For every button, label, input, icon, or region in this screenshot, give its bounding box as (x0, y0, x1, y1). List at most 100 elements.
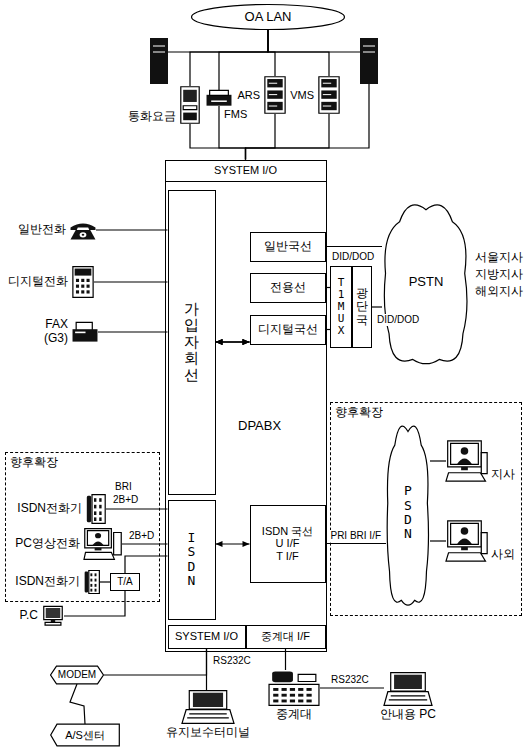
arrow-head (216, 339, 223, 345)
server-symbol-part (321, 79, 336, 87)
console-symbol-part (298, 694, 303, 697)
annotation-label: DID/DOD (331, 251, 375, 263)
printer-symbol (206, 90, 232, 106)
node-label: 지사 (491, 468, 515, 482)
node-label: FMS (224, 108, 247, 121)
connector (98, 332, 168, 333)
pcvideo-symbol-part (95, 548, 102, 551)
connector (219, 30, 268, 90)
node-label: 사외 (491, 548, 515, 562)
video-symbol-part (448, 441, 482, 467)
connector (216, 541, 250, 547)
connector (94, 282, 168, 283)
laptop-symbol (384, 672, 432, 706)
connector-line (190, 30, 268, 86)
iphone-symbol-part (94, 511, 96, 515)
node-label: VMS (290, 89, 314, 102)
console-symbol-part (290, 700, 295, 703)
console-symbol-part (273, 688, 278, 691)
node-label: 안내용 PC (380, 708, 436, 722)
laptop-symbol-part (391, 695, 426, 696)
node-label: T I/F (276, 550, 298, 563)
arrow-head (243, 541, 250, 547)
video-symbol-part (451, 523, 479, 544)
connector (104, 649, 207, 676)
console-symbol-part (306, 688, 311, 691)
process-box: SYSTEM I/O (165, 160, 327, 182)
process-box: 디지털국선 (250, 315, 326, 345)
arrow-head (216, 339, 223, 345)
edge-label: PRI BRI I/F (329, 530, 382, 542)
iphone-symbol-part (99, 505, 101, 509)
connector-line (94, 281, 168, 282)
arrow-head (243, 339, 250, 345)
console-symbol-part (272, 671, 293, 682)
node-label: 일반국선 (264, 240, 312, 254)
connector (122, 544, 168, 545)
laptop-symbol-part (394, 675, 422, 689)
node-label: T/A (117, 576, 133, 588)
process-box: 전용선 (250, 273, 326, 303)
node-label: 전용선 (270, 281, 306, 295)
node-label: ARS (237, 89, 260, 102)
phone-symbol-part (71, 223, 96, 230)
connector (246, 114, 330, 160)
connector-line (326, 246, 383, 247)
process-box: 광단국 (352, 266, 372, 348)
connector (320, 688, 384, 689)
iphone-symbol-part (99, 517, 101, 521)
device-icon: ISDN전화기 (86, 494, 106, 524)
connector (216, 339, 250, 345)
connector-line (268, 30, 275, 76)
connector (216, 339, 250, 345)
process-box: 중계대 I/F (246, 625, 326, 649)
hex-outline-part (51, 666, 104, 684)
video-symbol-part (457, 458, 472, 464)
dphone-symbol (72, 266, 94, 298)
connector-line (430, 460, 446, 461)
node-label: 중계대 (276, 708, 312, 722)
device-icon: PC영상전화 (84, 528, 122, 560)
annotation-label: DID/DOD (376, 314, 420, 326)
video-symbol-part (461, 467, 468, 470)
node-label: 중계대 I/F (261, 630, 310, 643)
iphone-symbol-part (95, 573, 97, 576)
arrow-head (243, 339, 250, 345)
video-symbol (446, 440, 488, 482)
node-label: FAX (G3) (32, 318, 68, 346)
console-symbol-part (282, 688, 287, 691)
device-icon: 안내용 PC (384, 672, 432, 706)
laptop-symbol (182, 690, 234, 724)
tower-slot (153, 46, 165, 47)
device-icon: P.C (42, 606, 64, 626)
console-symbol-part (269, 684, 319, 705)
iphone-symbol-part (90, 584, 92, 587)
term-symbol-part (181, 87, 199, 123)
device-icon: 중계대 (268, 670, 320, 706)
iphone-symbol-part (85, 571, 89, 592)
expansion-group: 향후확장PSDN지사사외 (330, 402, 522, 616)
server-symbol-part (267, 102, 282, 110)
tag-shape: A/S센터 (50, 724, 120, 746)
connector (190, 124, 246, 160)
annotation-label: RS232C (330, 674, 370, 686)
connector-line (106, 508, 168, 509)
iphone-symbol-part (90, 579, 92, 582)
node-label: 통화요금 (128, 110, 176, 124)
annotation-label: 2B+D (112, 494, 139, 506)
node-label: MODEM (58, 669, 96, 681)
connector (268, 30, 329, 76)
server-symbol-part (323, 106, 331, 107)
device-icon: 일반전화 (70, 220, 96, 240)
annotation-label: RS232C (212, 655, 252, 667)
iphone-symbol-part (95, 584, 97, 587)
hex-shape: MODEM (50, 666, 104, 684)
pcvideo-symbol-part (95, 533, 101, 538)
connector-line (246, 114, 276, 160)
cloud-outline-part (387, 426, 428, 605)
connector (326, 246, 383, 247)
device-icon: 유지보수터미널 (182, 690, 234, 724)
term-symbol-part (183, 90, 197, 102)
arrow-head (216, 541, 223, 547)
